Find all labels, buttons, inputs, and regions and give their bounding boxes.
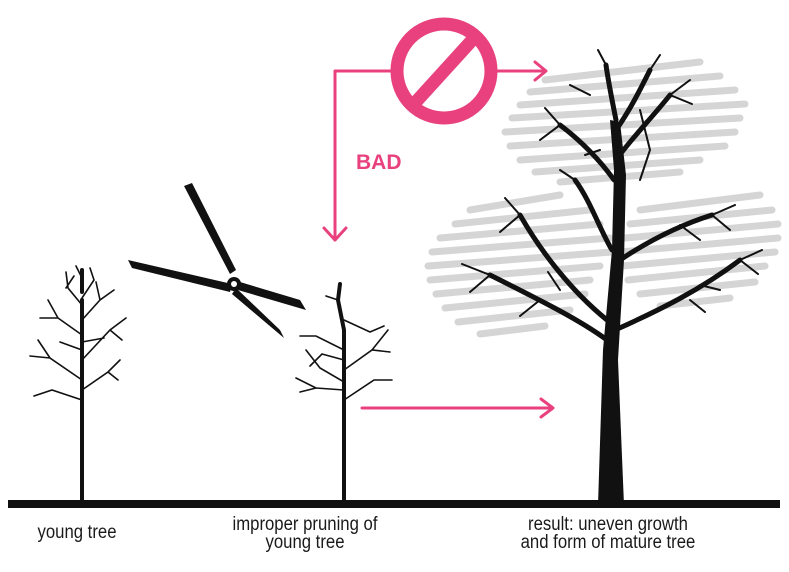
bad-label: BAD [356, 151, 402, 175]
no-entry-icon [397, 24, 491, 118]
caption-improper-line2: young tree [208, 534, 402, 552]
caption-result-line2: and form of mature tree [494, 534, 723, 552]
hedge-shears-icon [128, 183, 306, 338]
ground-line [8, 500, 780, 508]
young-tree [30, 266, 126, 500]
caption-young-tree-text: young tree [20, 524, 134, 542]
arrow-right-bottom [362, 399, 553, 417]
pruned-young-tree [296, 284, 392, 500]
caption-result: result: uneven growth and form of mature… [494, 516, 723, 552]
caption-improper-pruning: improper pruning of young tree [208, 516, 402, 552]
caption-young-tree: young tree [20, 524, 134, 542]
arrow-right-top [492, 62, 546, 80]
